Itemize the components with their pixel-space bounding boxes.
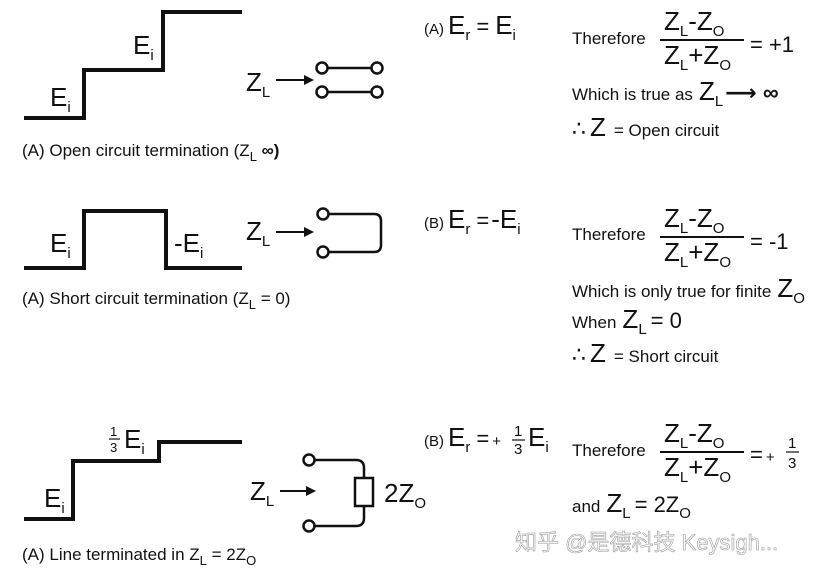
row-short-circuit: Ei -Ei ZL (A) Short circuit termination … xyxy=(22,203,805,368)
zl-label: ZL xyxy=(246,67,270,101)
conclusion-line: ∴Z= Open circuit xyxy=(572,112,720,142)
fraction-numerator: ZL-ZO xyxy=(664,6,724,40)
svg-text:1: 1 xyxy=(514,423,522,440)
therefore-label: Therefore xyxy=(572,441,646,460)
caption-2z0: (A) Line terminated in ZL = 2ZO xyxy=(22,545,256,568)
resistor-circuit xyxy=(302,453,375,533)
row-open-circuit: Ei Ei ZL (A) Open circuit termination (Z… xyxy=(22,6,794,164)
svg-text:(B)Er=+: (B)Er=+ xyxy=(424,422,501,456)
reflection-eq-short: (B)Er=-Ei xyxy=(424,204,521,238)
step-waveform-open xyxy=(24,10,242,120)
therefore-label: Therefore xyxy=(572,29,646,48)
zl-label: ZL xyxy=(246,216,270,250)
result-value: = +1 xyxy=(750,32,794,57)
arrow-icon xyxy=(276,75,314,85)
step-label-negative: -Ei xyxy=(174,228,203,262)
step-label-high: Ei xyxy=(133,30,154,64)
reflection-eq-2z0: (B)Er=+ 1 3 Ei xyxy=(424,422,549,458)
svg-text:3: 3 xyxy=(514,441,522,458)
fraction-denominator: ZL+ZO xyxy=(664,40,731,74)
step-label-low: Ei xyxy=(50,228,71,262)
svg-text:1: 1 xyxy=(788,435,796,452)
caption-open: (A) Open circuit termination (ZL ∞) xyxy=(22,141,279,164)
result-value: = -1 xyxy=(750,229,789,254)
resistor-icon xyxy=(353,476,375,508)
arrow-icon xyxy=(276,227,314,237)
step-waveform-short xyxy=(24,209,242,270)
open-terminals xyxy=(315,61,384,99)
result-value: =+ 1 3 xyxy=(750,435,799,472)
zl-label: ZL xyxy=(250,476,274,510)
svg-text:1: 1 xyxy=(110,424,117,439)
step-label-low: Ei xyxy=(50,82,71,116)
watermark-text: 知乎 @是德科技 Keysigh... xyxy=(515,530,778,555)
step-waveform-2z0 xyxy=(24,440,242,521)
step-label-low: Ei xyxy=(44,483,65,517)
svg-text:Ei: Ei xyxy=(528,422,549,456)
row-matched-2z0: Ei 1 3 Ei ZL 2ZO (A) Line terminated in … xyxy=(22,418,799,568)
svg-text:3: 3 xyxy=(788,455,796,472)
conclusion-line: ∴Z= Short circuit xyxy=(572,338,719,368)
reflection-eq-open: (A)Er=Ei xyxy=(424,10,516,44)
svg-text:3: 3 xyxy=(110,440,117,455)
step-label-third: 1 3 Ei xyxy=(109,424,145,458)
svg-text:Ei: Ei xyxy=(124,424,145,458)
svg-text:=+: =+ xyxy=(750,442,775,467)
resistor-label: 2ZO xyxy=(384,478,426,512)
fraction-denominator: ZL+ZO xyxy=(664,237,731,271)
therefore-label: Therefore xyxy=(572,225,646,244)
short-terminals xyxy=(316,207,383,259)
fraction-numerator: ZL-ZO xyxy=(664,418,724,452)
arrow-icon xyxy=(280,486,316,496)
fraction-numerator: ZL-ZO xyxy=(664,203,724,237)
fraction-denominator: ZL+ZO xyxy=(664,452,731,486)
caption-short: (A) Short circuit termination (ZL = 0) xyxy=(22,289,290,312)
